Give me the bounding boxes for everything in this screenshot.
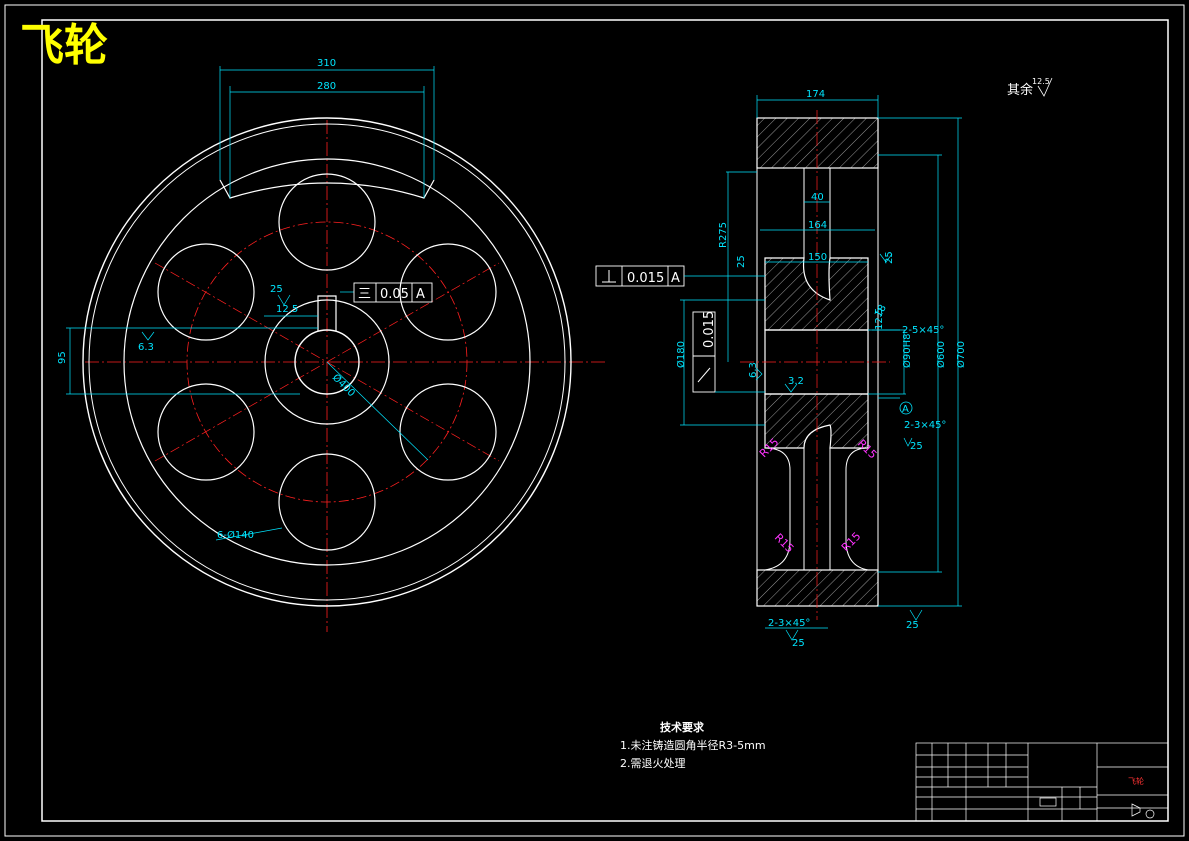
inner-frame [41,19,1169,822]
hub-bore [294,329,360,395]
side-view: 174 40 164 R275 25 150 25 0.015 A [595,89,967,649]
svg-text:6-Ø140: 6-Ø140 [217,529,254,541]
runout-tolerance: 0.015 [692,311,765,393]
svg-text:0.05: 0.05 [380,287,409,302]
svg-text:12.5: 12.5 [874,308,885,330]
svg-text:R15: R15 [772,531,796,555]
svg-text:164: 164 [808,220,827,231]
svg-text:2-3×45°: 2-3×45° [768,618,810,629]
svg-text:25: 25 [910,441,923,452]
outer-frame [4,4,1185,837]
svg-text:Ø700: Ø700 [955,341,967,368]
svg-text:40: 40 [811,192,824,203]
outer-rim [82,117,572,607]
svg-text:Ø600: Ø600 [935,341,947,368]
svg-text:2.需退火处理: 2.需退火处理 [620,757,686,770]
drawing-title: 飞轮 [20,20,108,71]
dim-310: 310 [219,58,435,180]
svg-text:25: 25 [884,251,895,264]
svg-text:0.015: 0.015 [702,311,717,348]
technical-notes: 技术要求 1.未注铸造圆角半径R3-5mm 2.需退火处理 [620,720,766,770]
svg-text:Ø400: Ø400 [330,372,358,400]
rim-bottom-section [756,569,879,607]
svg-text:R15: R15 [839,530,863,554]
web-hole-lower-right [399,383,497,481]
dim-174: 174 [756,89,879,118]
svg-text:25: 25 [906,620,919,631]
svg-text:12.5: 12.5 [1032,77,1050,86]
web-hole-upper-right [399,243,497,341]
svg-text:Ø180: Ø180 [675,341,687,368]
roughness-note: 其余 12.5 [1007,77,1053,98]
rough-6-3-symbol [141,331,155,341]
hub-outer [264,299,390,425]
svg-text:95: 95 [57,351,68,364]
svg-text:280: 280 [317,81,336,92]
svg-text:25: 25 [792,638,805,649]
rim-gap [219,179,435,199]
web-hole-top [278,173,376,271]
svg-text:12.5: 12.5 [276,304,298,315]
svg-text:A: A [902,404,909,415]
dim-95: 95 [57,327,318,395]
web-hole-upper-left [157,243,255,341]
perpendicularity-tolerance: 0.015 A [595,265,765,287]
rim-inner-edge [123,158,531,566]
hub-section-upper [764,257,869,331]
keyway-width-label: 25 [270,284,283,295]
holes-leader [215,527,283,541]
title-block [915,742,1169,822]
svg-text:Ø90H8: Ø90H8 [901,334,913,368]
svg-text:0.015: 0.015 [627,271,664,286]
svg-text:技术要求: 技术要求 [660,720,705,734]
svg-text:25: 25 [736,255,747,268]
outer-rim-chamfer [88,123,566,601]
svg-text:310: 310 [317,58,336,69]
datum-a-marker [899,401,913,415]
svg-text:R275: R275 [718,222,729,248]
svg-text:150: 150 [808,252,827,263]
svg-text:174: 174 [806,89,825,100]
svg-text:三: 三 [358,287,371,302]
title-block-part-name: 飞轮 [1128,776,1144,786]
projection-symbol [1131,803,1141,817]
projection-circle [1145,809,1155,819]
web-hole-bottom [278,453,376,551]
svg-text:2-5×45°: 2-5×45° [902,325,944,336]
keyway [317,295,337,331]
hub-section-lower [764,393,869,449]
bore-leader [326,361,429,461]
svg-text:1.未注铸造圆角半径R3-5mm: 1.未注铸造圆角半径R3-5mm [620,738,766,752]
front-view: 310 280 三 0.05 A 25 12.5 95 [57,58,605,632]
svg-text:3.2: 3.2 [788,376,804,387]
svg-text:A: A [416,287,425,302]
web-hole-lower-left [157,383,255,481]
parallelism-tolerance: 三 0.05 A [340,282,433,303]
svg-text:6.3: 6.3 [138,342,154,353]
svg-text:6.3: 6.3 [748,362,759,378]
svg-text:其余: 其余 [1007,82,1033,98]
svg-text:A: A [671,271,680,286]
rim-top-section [756,117,879,169]
dim-280: 280 [229,81,425,198]
hole-pitch-circle [186,221,468,503]
keyway-rough-symbol [277,294,291,306]
svg-text:2-3×45°: 2-3×45° [904,420,946,431]
